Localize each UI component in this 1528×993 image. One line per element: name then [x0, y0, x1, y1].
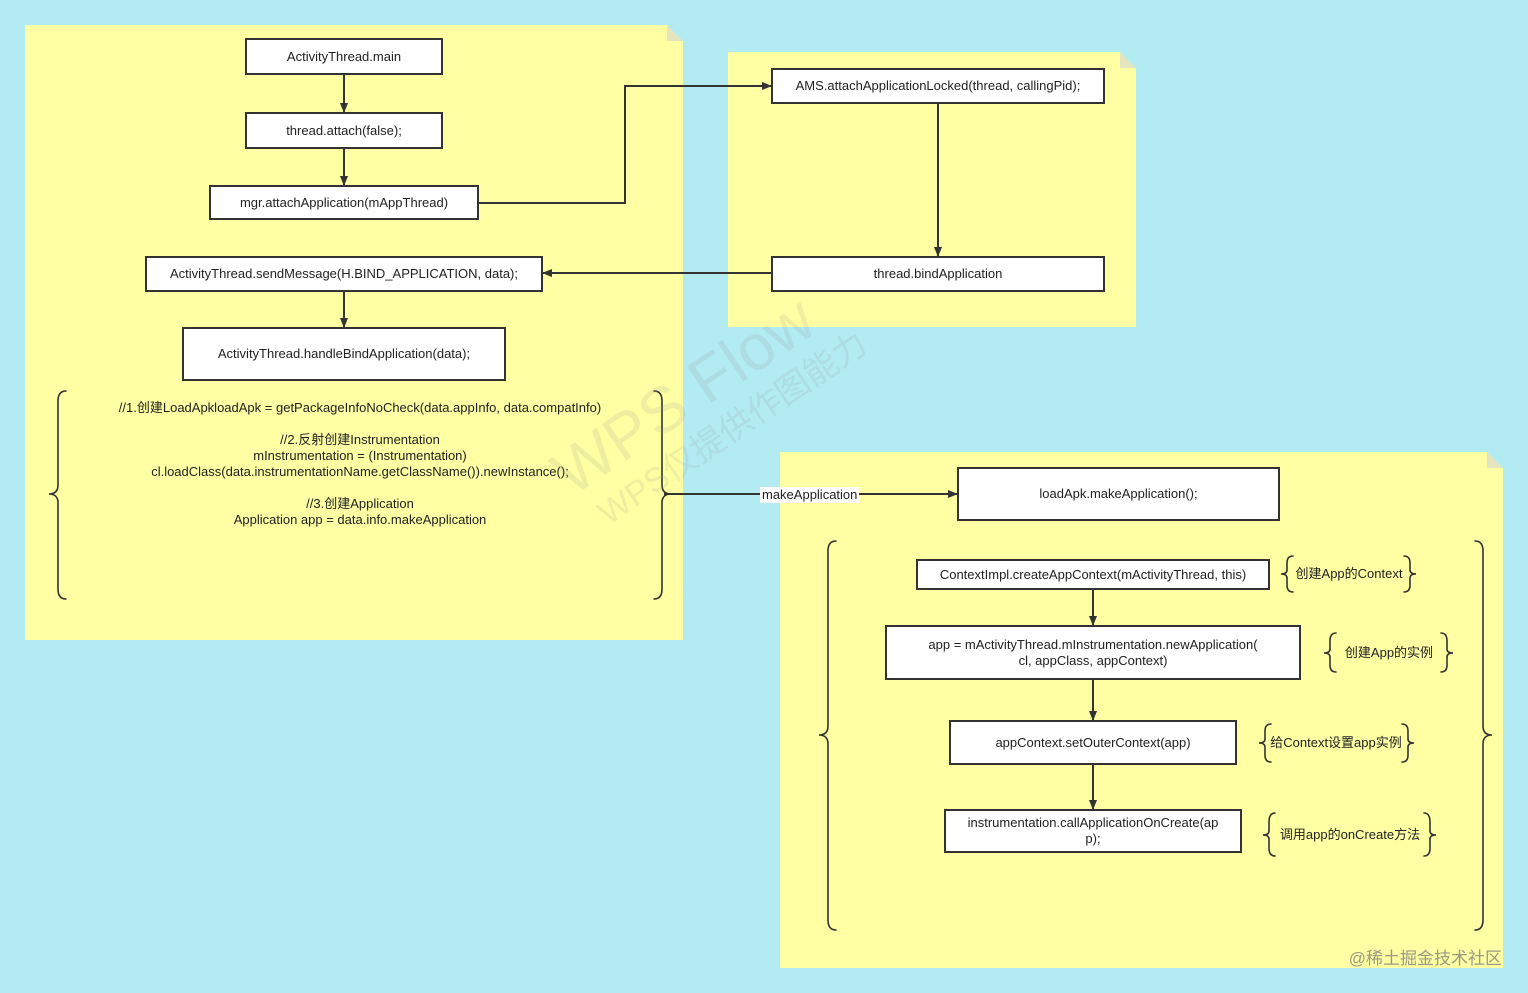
- node-handle-bind-application[interactable]: ActivityThread.handleBindApplication(dat…: [182, 327, 506, 381]
- node-set-outer-context[interactable]: appContext.setOuterContext(app): [949, 720, 1237, 765]
- note-fold-main: [667, 25, 683, 41]
- node-load-apk-make-application[interactable]: loadApk.makeApplication();: [957, 467, 1280, 521]
- node-mgr-attach-application[interactable]: mgr.attachApplication(mAppThread): [209, 185, 479, 220]
- node-thread-attach[interactable]: thread.attach(false);: [245, 112, 443, 149]
- node-activity-thread-main[interactable]: ActivityThread.main: [245, 38, 443, 75]
- edge-label-make-application: makeApplication: [760, 487, 860, 503]
- credit-text: @稀土掘金技术社区: [1348, 949, 1502, 968]
- annotation-create-context: 创建App的Context: [1295, 566, 1403, 581]
- step-create-application: //3.创建Application Application app = data…: [233, 496, 487, 527]
- node-send-message[interactable]: ActivityThread.sendMessage(H.BIND_APPLIC…: [145, 256, 543, 292]
- node-new-application[interactable]: app = mActivityThread.mInstrumentation.n…: [885, 625, 1301, 680]
- step-create-loadapk: //1.创建LoadApkloadApk = getPackageInfoNoC…: [118, 400, 602, 415]
- annotation-set-outer: 给Context设置app实例: [1270, 735, 1402, 750]
- node-ams-attach-application-locked[interactable]: AMS.attachApplicationLocked(thread, call…: [771, 68, 1105, 104]
- node-thread-bind-application[interactable]: thread.bindApplication: [771, 256, 1105, 292]
- note-fold-make-application: [1487, 452, 1503, 468]
- step-create-instrumentation: //2.反射创建Instrumentation mInstrumentation…: [151, 432, 569, 479]
- note-panel-make-application: [780, 452, 1503, 968]
- annotation-new-application: 创建App的实例: [1344, 645, 1434, 660]
- node-create-app-context[interactable]: ContextImpl.createAppContext(mActivityTh…: [916, 559, 1270, 590]
- annotation-call-oncreate: 调用app的onCreate方法: [1279, 827, 1421, 842]
- node-call-application-oncreate[interactable]: instrumentation.callApplicationOnCreate(…: [944, 809, 1242, 853]
- note-fold-ams: [1120, 52, 1136, 68]
